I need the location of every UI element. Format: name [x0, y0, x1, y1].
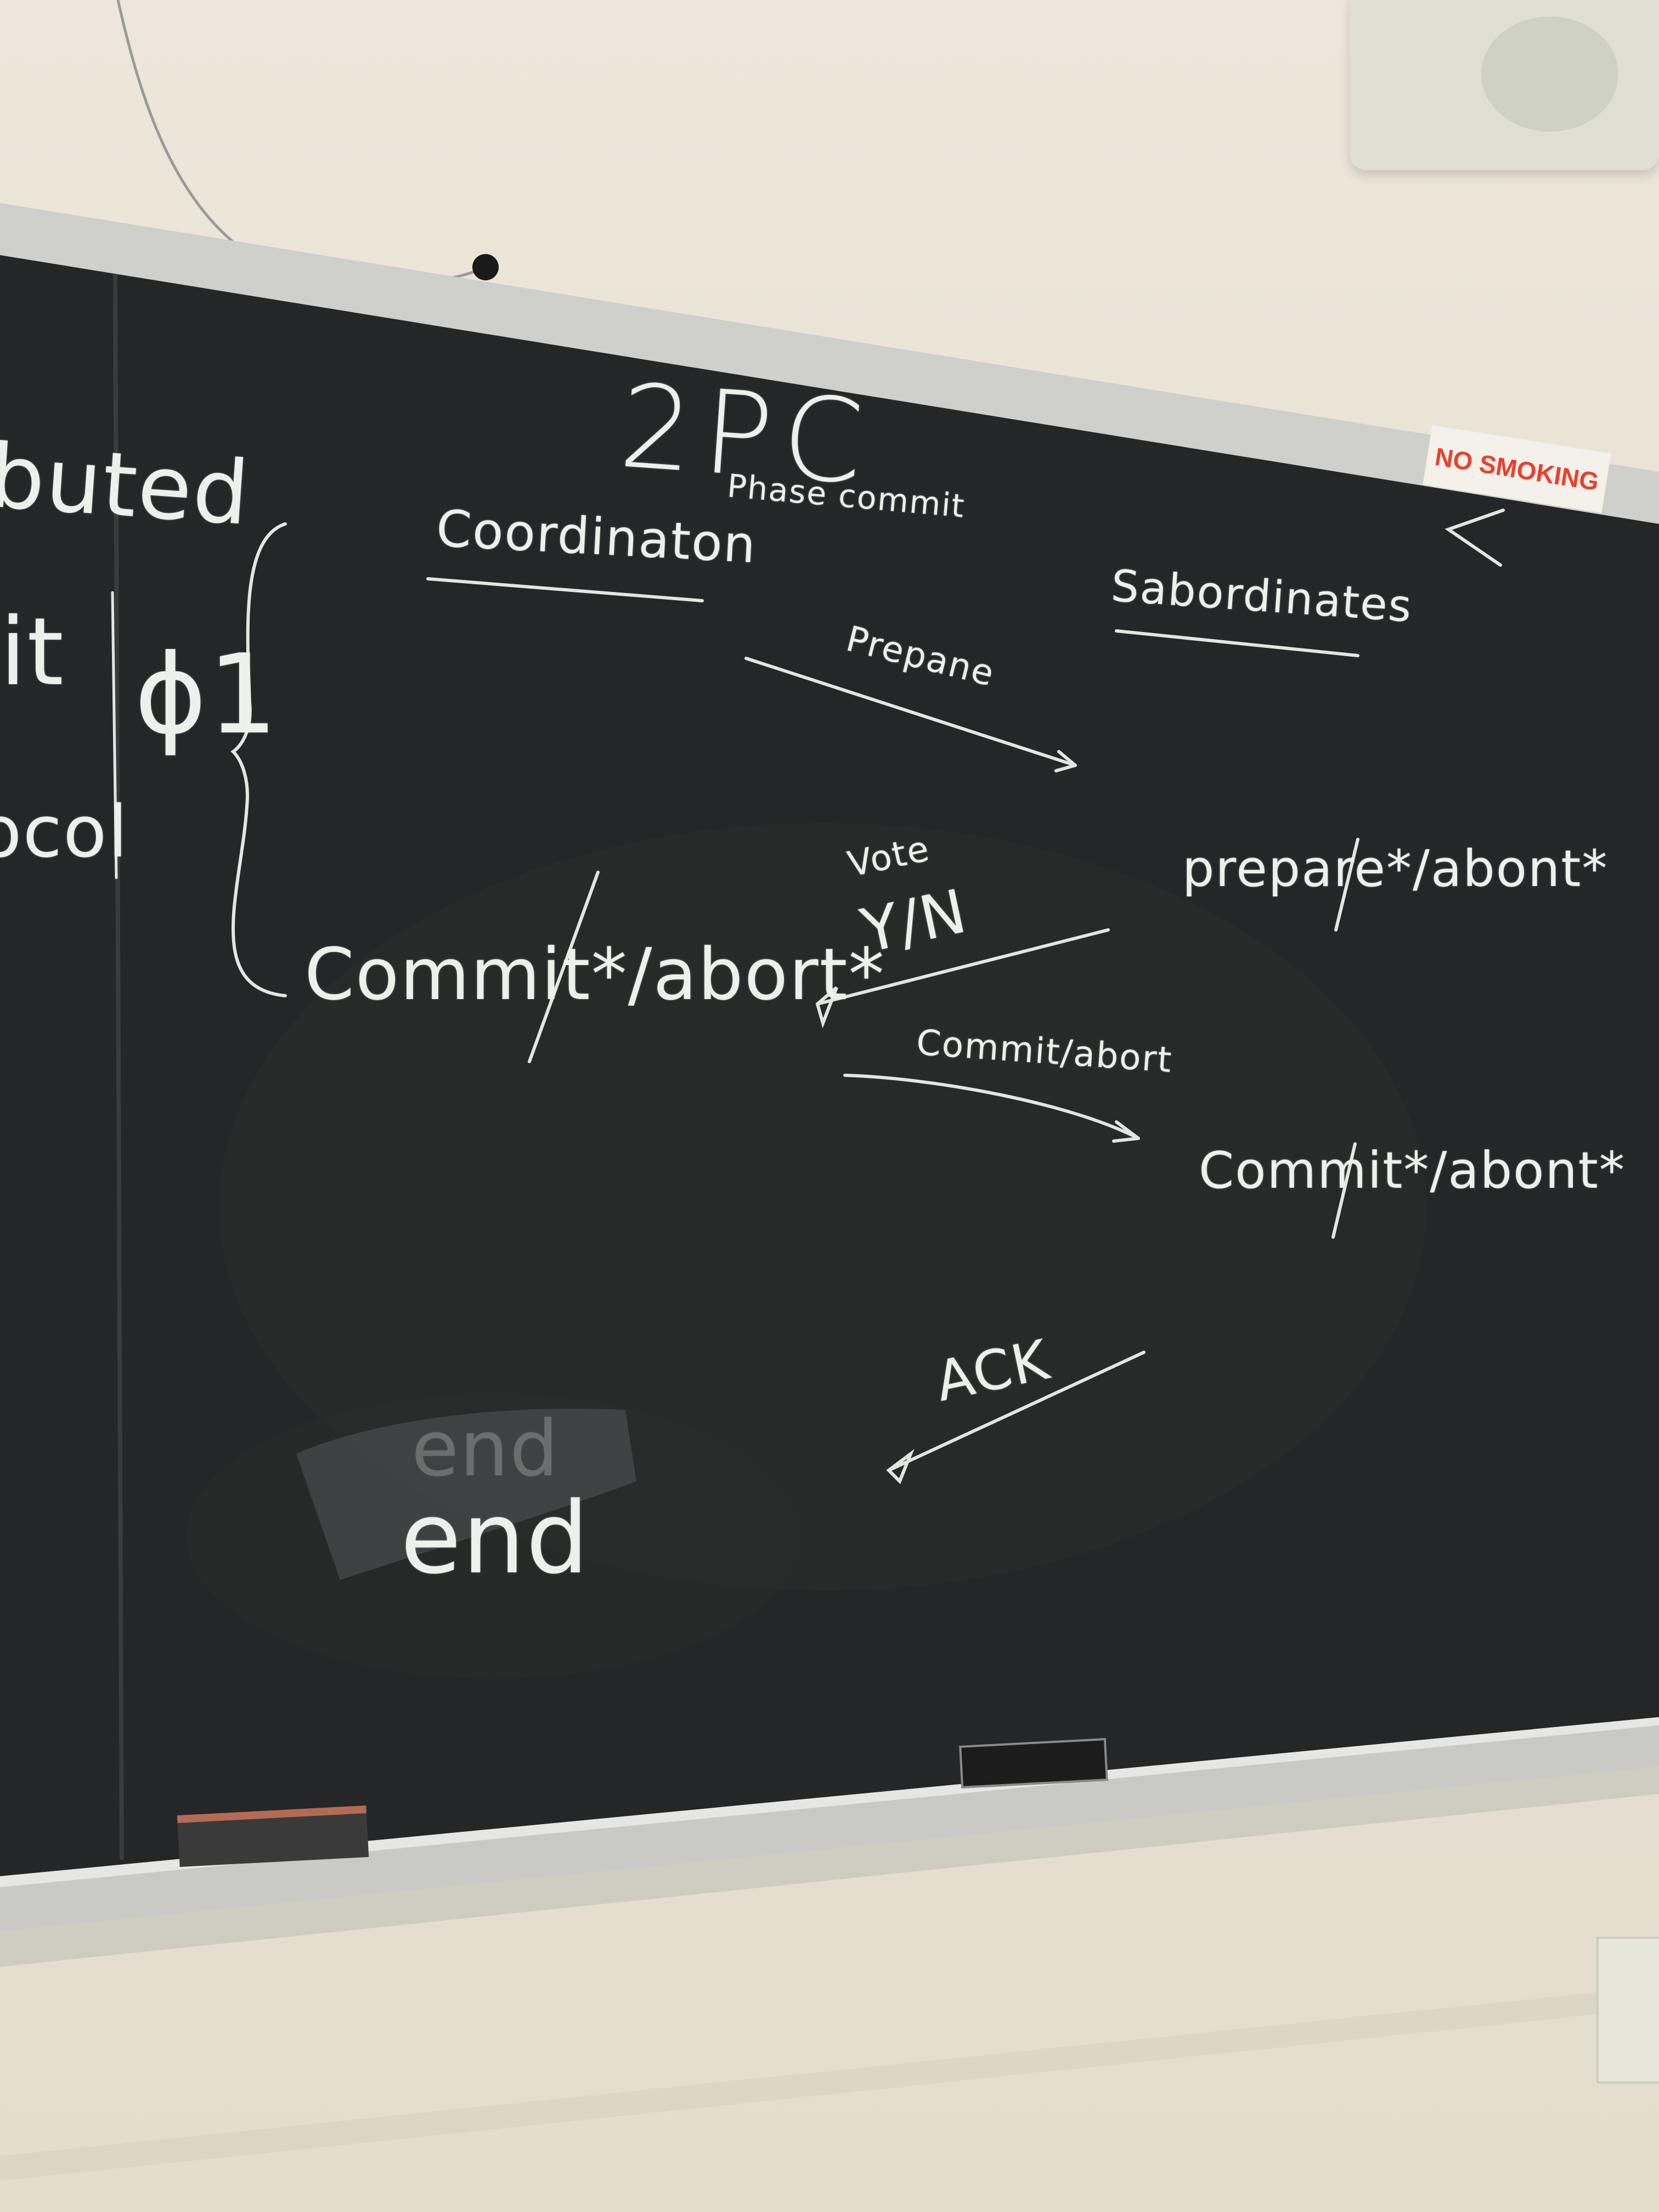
left-fragment-3: ocol [0, 790, 129, 873]
left-fragment-1: buted [0, 424, 253, 545]
subordinate-final-state: Commit*/abont* [1199, 1141, 1626, 1200]
commit-abort-arrow [843, 1074, 1140, 1140]
erased-end: end [411, 1404, 560, 1494]
left-fragment-2: it [0, 598, 65, 707]
prepare-arrow [744, 657, 1077, 767]
phase-label: ϕ1 [134, 631, 279, 759]
coordinator-state: Commit*/abort* [304, 933, 885, 1016]
vote-arrow [816, 928, 1110, 1006]
wall-speaker [1350, 0, 1659, 170]
subordinates-underline [1115, 629, 1359, 657]
light-switch [1596, 1937, 1659, 2084]
erased-smudge [296, 1408, 636, 1580]
subordinate-prepare-state: prepare*/abont* [1182, 839, 1609, 898]
phase-brace [230, 522, 287, 997]
ack-arrow [887, 1351, 1146, 1472]
coordinator-underline [426, 577, 704, 602]
end-label: end [400, 1481, 590, 1596]
